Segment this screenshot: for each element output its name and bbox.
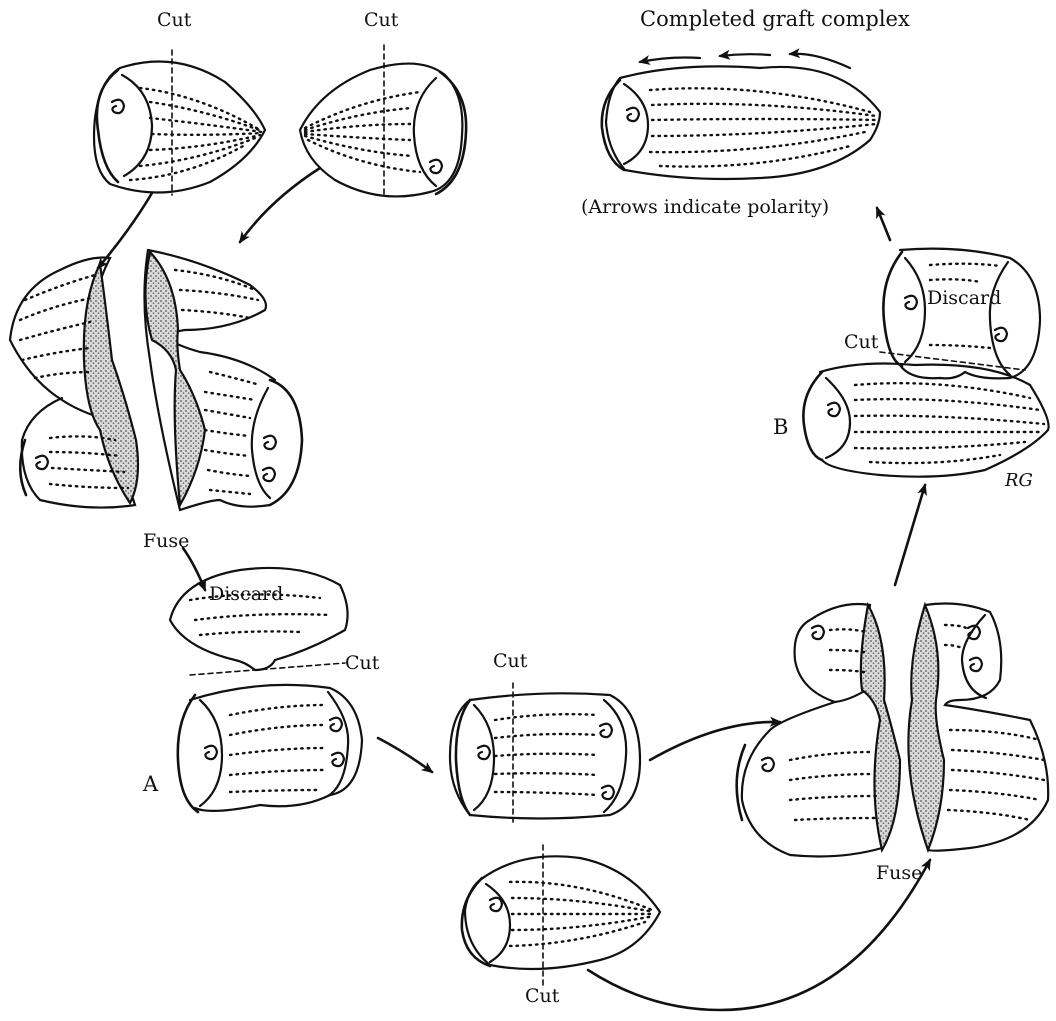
fused-pair-left bbox=[10, 250, 302, 510]
cut-label-stage-a: Cut bbox=[345, 654, 379, 673]
polarity-note: (Arrows indicate polarity) bbox=[581, 198, 829, 217]
stage-b bbox=[803, 249, 1048, 477]
stage-b-label: B bbox=[773, 417, 788, 438]
discard-label-left: Discard bbox=[209, 585, 283, 604]
cut-label-stage-b: Cut bbox=[844, 333, 878, 352]
fuse-label-left: Fuse bbox=[143, 532, 189, 551]
stage-a-label: A bbox=[143, 774, 158, 795]
cut-label-top-right: Cut bbox=[364, 11, 398, 30]
fuse-label-right: Fuse bbox=[876, 864, 922, 883]
cell-bottom bbox=[462, 845, 660, 985]
cut-label-bottom: Cut bbox=[525, 987, 559, 1006]
cell-middle bbox=[450, 683, 640, 822]
completed-graft-complex bbox=[602, 54, 880, 179]
cut-label-top-left: Cut bbox=[157, 11, 191, 30]
fused-pair-right bbox=[737, 604, 1049, 857]
cell-top-right bbox=[300, 45, 466, 196]
artist-signature: RG bbox=[1005, 472, 1033, 490]
cell-top-left bbox=[94, 50, 265, 195]
completed-graft-title: Completed graft complex bbox=[640, 9, 910, 30]
cut-label-middle: Cut bbox=[493, 652, 527, 671]
discard-label-right: Discard bbox=[927, 289, 1001, 308]
